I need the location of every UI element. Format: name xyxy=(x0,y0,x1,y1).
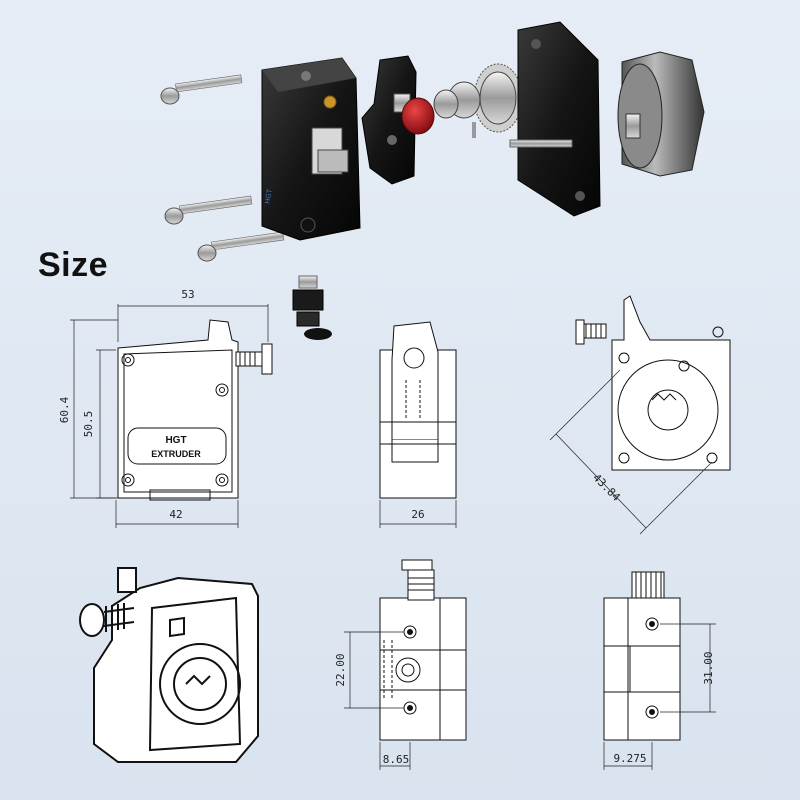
side3-view xyxy=(603,571,681,741)
pneumatic-fitting xyxy=(292,275,332,340)
dim-front-width-bottom: 42 xyxy=(169,508,182,521)
side2-view xyxy=(379,559,467,741)
back-view xyxy=(575,295,731,471)
red-knob xyxy=(393,93,435,135)
dim-side2-offset: 8.65 xyxy=(383,753,410,766)
screw-middle xyxy=(164,195,253,225)
stepper-motor xyxy=(617,51,705,177)
size-title: Size xyxy=(38,246,109,284)
tension-lever xyxy=(361,55,417,185)
dim-front-height-total: 60.4 xyxy=(58,396,71,423)
drive-gears xyxy=(433,63,523,138)
side-view xyxy=(379,321,457,499)
label-hgt: HGT xyxy=(165,435,186,446)
dim-side-width: 26 xyxy=(411,508,424,521)
dim-side3-height: 31.00 xyxy=(702,651,715,684)
label-extruder: EXTRUDER xyxy=(151,449,201,459)
dim-side3-offset: 9.275 xyxy=(613,752,646,765)
screw-bottom xyxy=(197,231,285,262)
svg-text:HGT: HGT xyxy=(264,188,274,204)
front-view-dim-lines xyxy=(70,304,269,528)
side3-dim-lines xyxy=(603,623,716,770)
extruder-housing: HGT xyxy=(261,57,361,241)
dim-back-diagonal: 43.84 xyxy=(590,471,623,504)
dim-side2-height: 22.00 xyxy=(334,653,347,686)
isometric-view xyxy=(79,567,259,763)
side2-dim-lines xyxy=(344,631,411,770)
back-view-dim-lines xyxy=(549,369,713,535)
dim-front-height-inner: 50.5 xyxy=(82,411,95,438)
screw-top xyxy=(160,74,243,105)
dim-front-width-top: 53 xyxy=(181,288,194,301)
exploded-view: HGT xyxy=(160,21,705,340)
back-plate xyxy=(509,21,601,217)
side-view-dim-lines xyxy=(379,500,457,528)
front-view xyxy=(117,319,273,501)
